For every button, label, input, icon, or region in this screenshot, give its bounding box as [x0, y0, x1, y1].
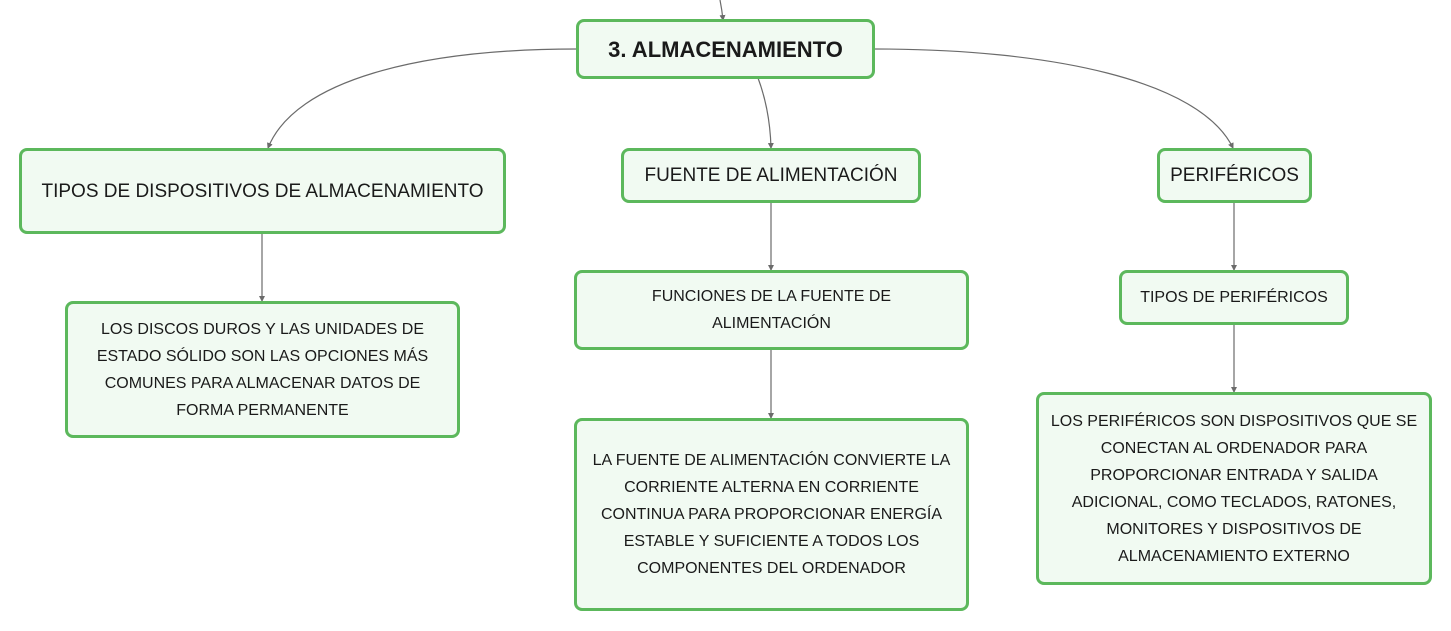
node-storage-description[interactable]: LOS DISCOS DUROS Y LAS UNIDADES DE ESTAD… — [65, 301, 460, 438]
node-peripherals-label: PERIFÉRICOS — [1170, 165, 1299, 186]
connector-root-to-power-supply — [757, 77, 774, 149]
connector-root-to-peripherals — [873, 48, 1234, 149]
node-peripherals-description-label: LOS PERIFÉRICOS SON DISPOSITIVOS QUE SE … — [1050, 412, 1418, 565]
node-power-supply-description-label: LA FUENTE DE ALIMENTACIÓN CONVIERTE LA C… — [592, 452, 951, 577]
node-power-supply-functions-label: FUNCIONES DE LA FUENTE DE ALIMENTACIÓN — [651, 288, 892, 332]
root-node-label: 3. ALMACENAMIENTO — [608, 36, 843, 62]
node-storage-device-types-label: TIPOS DE DISPOSITIVOS DE ALMACENAMIENTO — [41, 180, 484, 202]
node-power-supply-functions[interactable]: FUNCIONES DE LA FUENTE DE ALIMENTACIÓN — [574, 270, 969, 350]
node-power-supply-label: FUENTE DE ALIMENTACIÓN — [644, 165, 898, 186]
node-power-supply-description[interactable]: LA FUENTE DE ALIMENTACIÓN CONVIERTE LA C… — [574, 418, 969, 611]
node-peripherals-description[interactable]: LOS PERIFÉRICOS SON DISPOSITIVOS QUE SE … — [1036, 392, 1432, 585]
node-peripheral-types[interactable]: TIPOS DE PERIFÉRICOS — [1119, 270, 1349, 325]
node-peripheral-types-label: TIPOS DE PERIFÉRICOS — [1140, 289, 1328, 306]
node-peripherals[interactable]: PERIFÉRICOS — [1157, 148, 1312, 203]
connector-root-to-storage-types — [267, 48, 578, 149]
node-power-supply[interactable]: FUENTE DE ALIMENTACIÓN — [621, 148, 921, 203]
connector-incoming — [719, 0, 726, 21]
node-storage-description-label: LOS DISCOS DUROS Y LAS UNIDADES DE ESTAD… — [96, 320, 429, 419]
node-storage-device-types[interactable]: TIPOS DE DISPOSITIVOS DE ALMACENAMIENTO — [19, 148, 506, 234]
root-node[interactable]: 3. ALMACENAMIENTO — [576, 19, 875, 79]
